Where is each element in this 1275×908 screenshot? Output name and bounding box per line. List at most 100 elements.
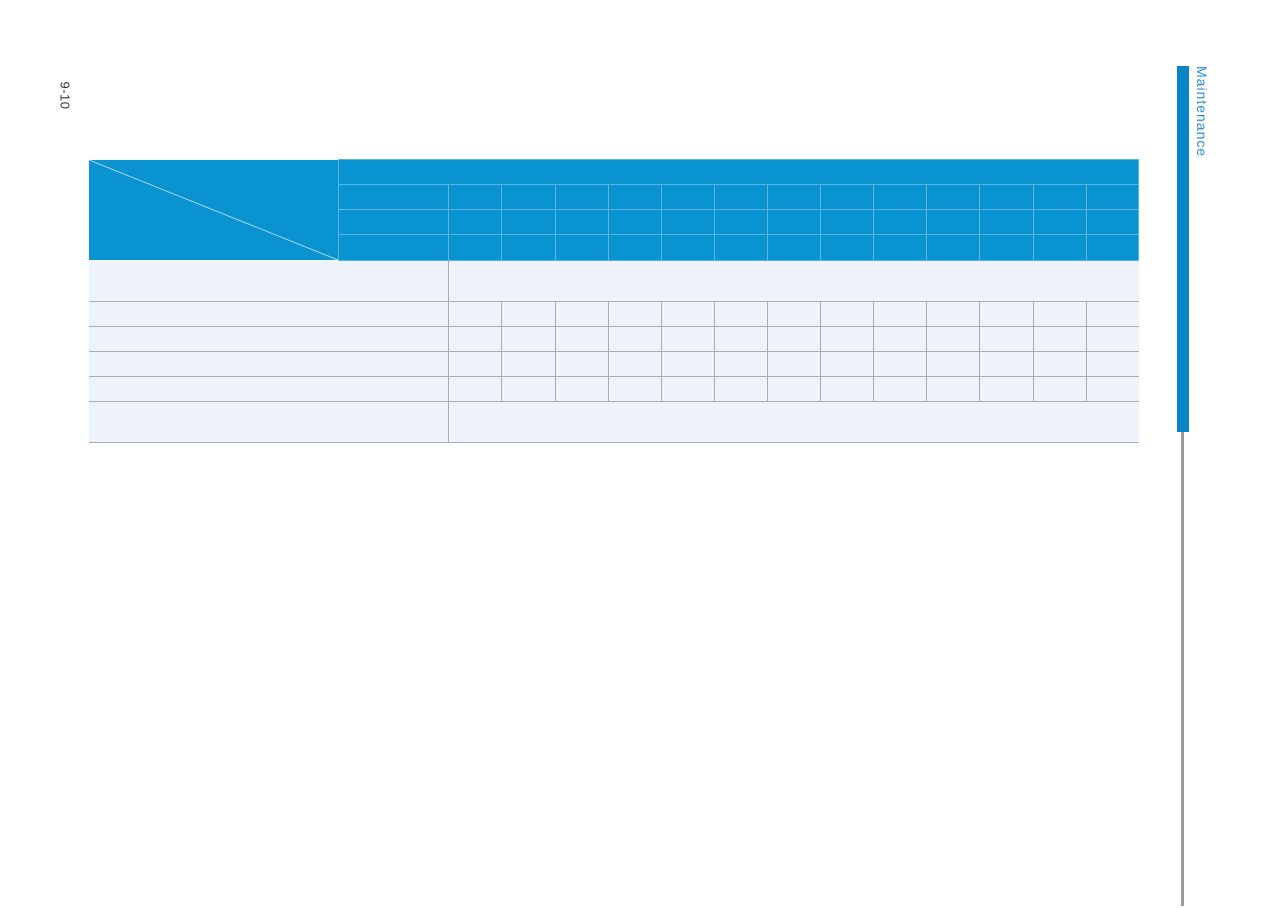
table-cell bbox=[448, 376, 502, 402]
header-cell bbox=[607, 209, 662, 236]
table-cell bbox=[554, 351, 609, 377]
table-cell bbox=[554, 326, 609, 352]
table-cell bbox=[660, 351, 715, 377]
header-cell bbox=[979, 209, 1034, 236]
header-row-title bbox=[89, 158, 1139, 260]
header-cell bbox=[713, 209, 768, 236]
table-cell bbox=[979, 301, 1033, 327]
table-cell bbox=[1032, 326, 1087, 352]
table-cell bbox=[448, 301, 502, 327]
table-row bbox=[89, 351, 1139, 377]
table-cell bbox=[820, 376, 874, 402]
header-cell bbox=[979, 234, 1034, 261]
table-cell bbox=[607, 351, 662, 377]
table-row bbox=[89, 326, 1139, 352]
table-cell bbox=[1032, 301, 1087, 327]
table-row bbox=[89, 301, 1139, 327]
table-cell bbox=[820, 326, 874, 352]
table-cell bbox=[926, 351, 980, 377]
header-cell bbox=[1032, 184, 1087, 211]
table-cell bbox=[501, 301, 556, 327]
table-cell bbox=[713, 301, 768, 327]
table-cell bbox=[607, 301, 662, 327]
table-cell bbox=[554, 301, 609, 327]
header-label-cell bbox=[338, 184, 450, 211]
table-cell bbox=[607, 376, 662, 402]
row-label-cell bbox=[89, 326, 449, 352]
header-cell bbox=[873, 184, 928, 211]
table-cell bbox=[554, 376, 609, 402]
header-cell bbox=[501, 209, 556, 236]
table-cell bbox=[607, 326, 662, 352]
header-corner-diagonal-cell bbox=[89, 159, 340, 260]
header-cell bbox=[820, 184, 875, 211]
merged-value-cell bbox=[448, 259, 1139, 302]
table-cell bbox=[713, 326, 768, 352]
table-row-merged bbox=[89, 401, 1139, 443]
row-label-cell bbox=[89, 376, 449, 402]
table-cell bbox=[1085, 376, 1139, 402]
header-row bbox=[89, 209, 1140, 236]
header-cell bbox=[1032, 209, 1087, 236]
row-label-cell bbox=[89, 351, 449, 377]
page-number: 9-10 bbox=[57, 81, 73, 110]
header-cell bbox=[448, 184, 503, 211]
header-cell bbox=[713, 234, 768, 261]
header-cell bbox=[766, 234, 822, 261]
header-cell bbox=[554, 234, 609, 261]
table-cell bbox=[766, 351, 821, 377]
table-cell bbox=[501, 351, 556, 377]
header-cell bbox=[926, 184, 981, 211]
table-cell bbox=[1085, 351, 1139, 377]
header-cell bbox=[979, 184, 1034, 211]
header-cell bbox=[926, 209, 981, 236]
header-cell bbox=[607, 184, 662, 211]
table-cell bbox=[873, 301, 927, 327]
table-cell bbox=[820, 351, 874, 377]
table-cell bbox=[979, 351, 1033, 377]
header-cell bbox=[820, 209, 875, 236]
header-span-cell bbox=[338, 158, 1139, 186]
header-cell bbox=[1032, 234, 1087, 261]
table-cell bbox=[979, 376, 1033, 402]
table-cell bbox=[1085, 301, 1139, 327]
table-cell bbox=[820, 301, 874, 327]
header-cell bbox=[1085, 184, 1140, 211]
table-cell bbox=[873, 326, 927, 352]
header-cell bbox=[554, 184, 609, 211]
table-cell bbox=[926, 376, 980, 402]
table-cell bbox=[713, 351, 768, 377]
header-cell bbox=[1085, 234, 1140, 261]
table-cell bbox=[660, 301, 715, 327]
header-cell bbox=[501, 184, 556, 211]
table-cell bbox=[873, 351, 927, 377]
table-cell bbox=[979, 326, 1033, 352]
table-cell bbox=[501, 376, 556, 402]
table-cell bbox=[448, 326, 502, 352]
table-cell bbox=[926, 326, 980, 352]
header-cell bbox=[766, 184, 822, 211]
header-row bbox=[89, 234, 1140, 261]
header-cell bbox=[820, 234, 875, 261]
header-label-cell bbox=[338, 209, 450, 236]
header-row bbox=[89, 184, 1140, 211]
row-label-cell bbox=[89, 401, 449, 443]
header-label-cell bbox=[338, 234, 450, 261]
table-cell bbox=[1032, 351, 1087, 377]
table-row-merged bbox=[89, 259, 1139, 302]
merged-value-cell bbox=[448, 401, 1139, 443]
header-cell bbox=[660, 209, 715, 236]
table-cell bbox=[926, 301, 980, 327]
header-cell bbox=[607, 234, 662, 261]
table-cell bbox=[873, 376, 927, 402]
row-label-cell bbox=[89, 301, 449, 327]
diagonal-divider bbox=[89, 159, 339, 260]
header-cell bbox=[660, 234, 715, 261]
section-tab-bar bbox=[1177, 66, 1189, 432]
table-cell bbox=[660, 326, 715, 352]
header-cell bbox=[766, 209, 822, 236]
header-cell bbox=[554, 209, 609, 236]
table-cell bbox=[501, 326, 556, 352]
header-cell bbox=[873, 234, 928, 261]
header-cell bbox=[1085, 209, 1140, 236]
